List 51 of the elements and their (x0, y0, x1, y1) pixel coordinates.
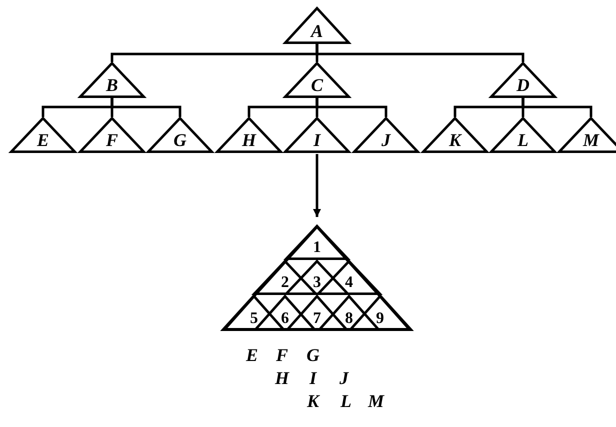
node-label: 9 (376, 311, 384, 327)
node-label: 2 (281, 275, 289, 291)
node-label: J (382, 131, 390, 149)
connector-line (316, 44, 524, 62)
node-label: 3 (313, 275, 321, 291)
node-label: K (449, 131, 461, 149)
triangle-node (284, 7, 350, 44)
triangle-node (79, 62, 145, 98)
triangle-node (216, 117, 282, 153)
triangle-node (422, 117, 488, 153)
connector-line (110, 98, 182, 117)
letter-label: E (246, 346, 258, 364)
triangle-node (490, 117, 556, 153)
node-label: A (311, 22, 323, 40)
node-label: B (106, 76, 118, 94)
letter-label: I (310, 369, 316, 387)
letter-label: F (276, 346, 288, 364)
letter-label: M (368, 392, 384, 410)
connector-line (522, 98, 592, 117)
letter-label: J (340, 369, 348, 387)
triangle-node (147, 117, 213, 153)
node-label: H (242, 131, 256, 149)
node-label: 8 (345, 311, 353, 327)
letter-label: H (275, 369, 289, 387)
node-label: G (174, 131, 186, 149)
triangle-node (353, 117, 419, 153)
letter-label: L (340, 392, 352, 410)
triangle-node (490, 62, 556, 98)
triangle-node (284, 117, 350, 153)
triangle-node (285, 225, 349, 260)
node-label: 1 (313, 240, 321, 256)
node-label: C (311, 76, 323, 94)
node-label: 5 (250, 311, 258, 327)
node-label: I (314, 131, 320, 149)
connector-line (316, 98, 388, 117)
triangle-node (284, 62, 350, 98)
triangle-node (10, 117, 76, 153)
node-label: D (516, 76, 530, 94)
node-label: E (37, 131, 49, 149)
node-label: 7 (313, 311, 321, 327)
triangle-node (222, 225, 412, 331)
node-label: 6 (281, 311, 289, 327)
node-label: M (583, 131, 599, 149)
triangle-node (558, 117, 616, 153)
node-label: F (106, 131, 118, 149)
letter-label: G (306, 346, 320, 364)
arrow (313, 154, 321, 217)
letter-label: K (307, 392, 319, 410)
triangle-node (79, 117, 145, 153)
node-label: L (518, 131, 528, 149)
node-label: 4 (345, 275, 353, 291)
